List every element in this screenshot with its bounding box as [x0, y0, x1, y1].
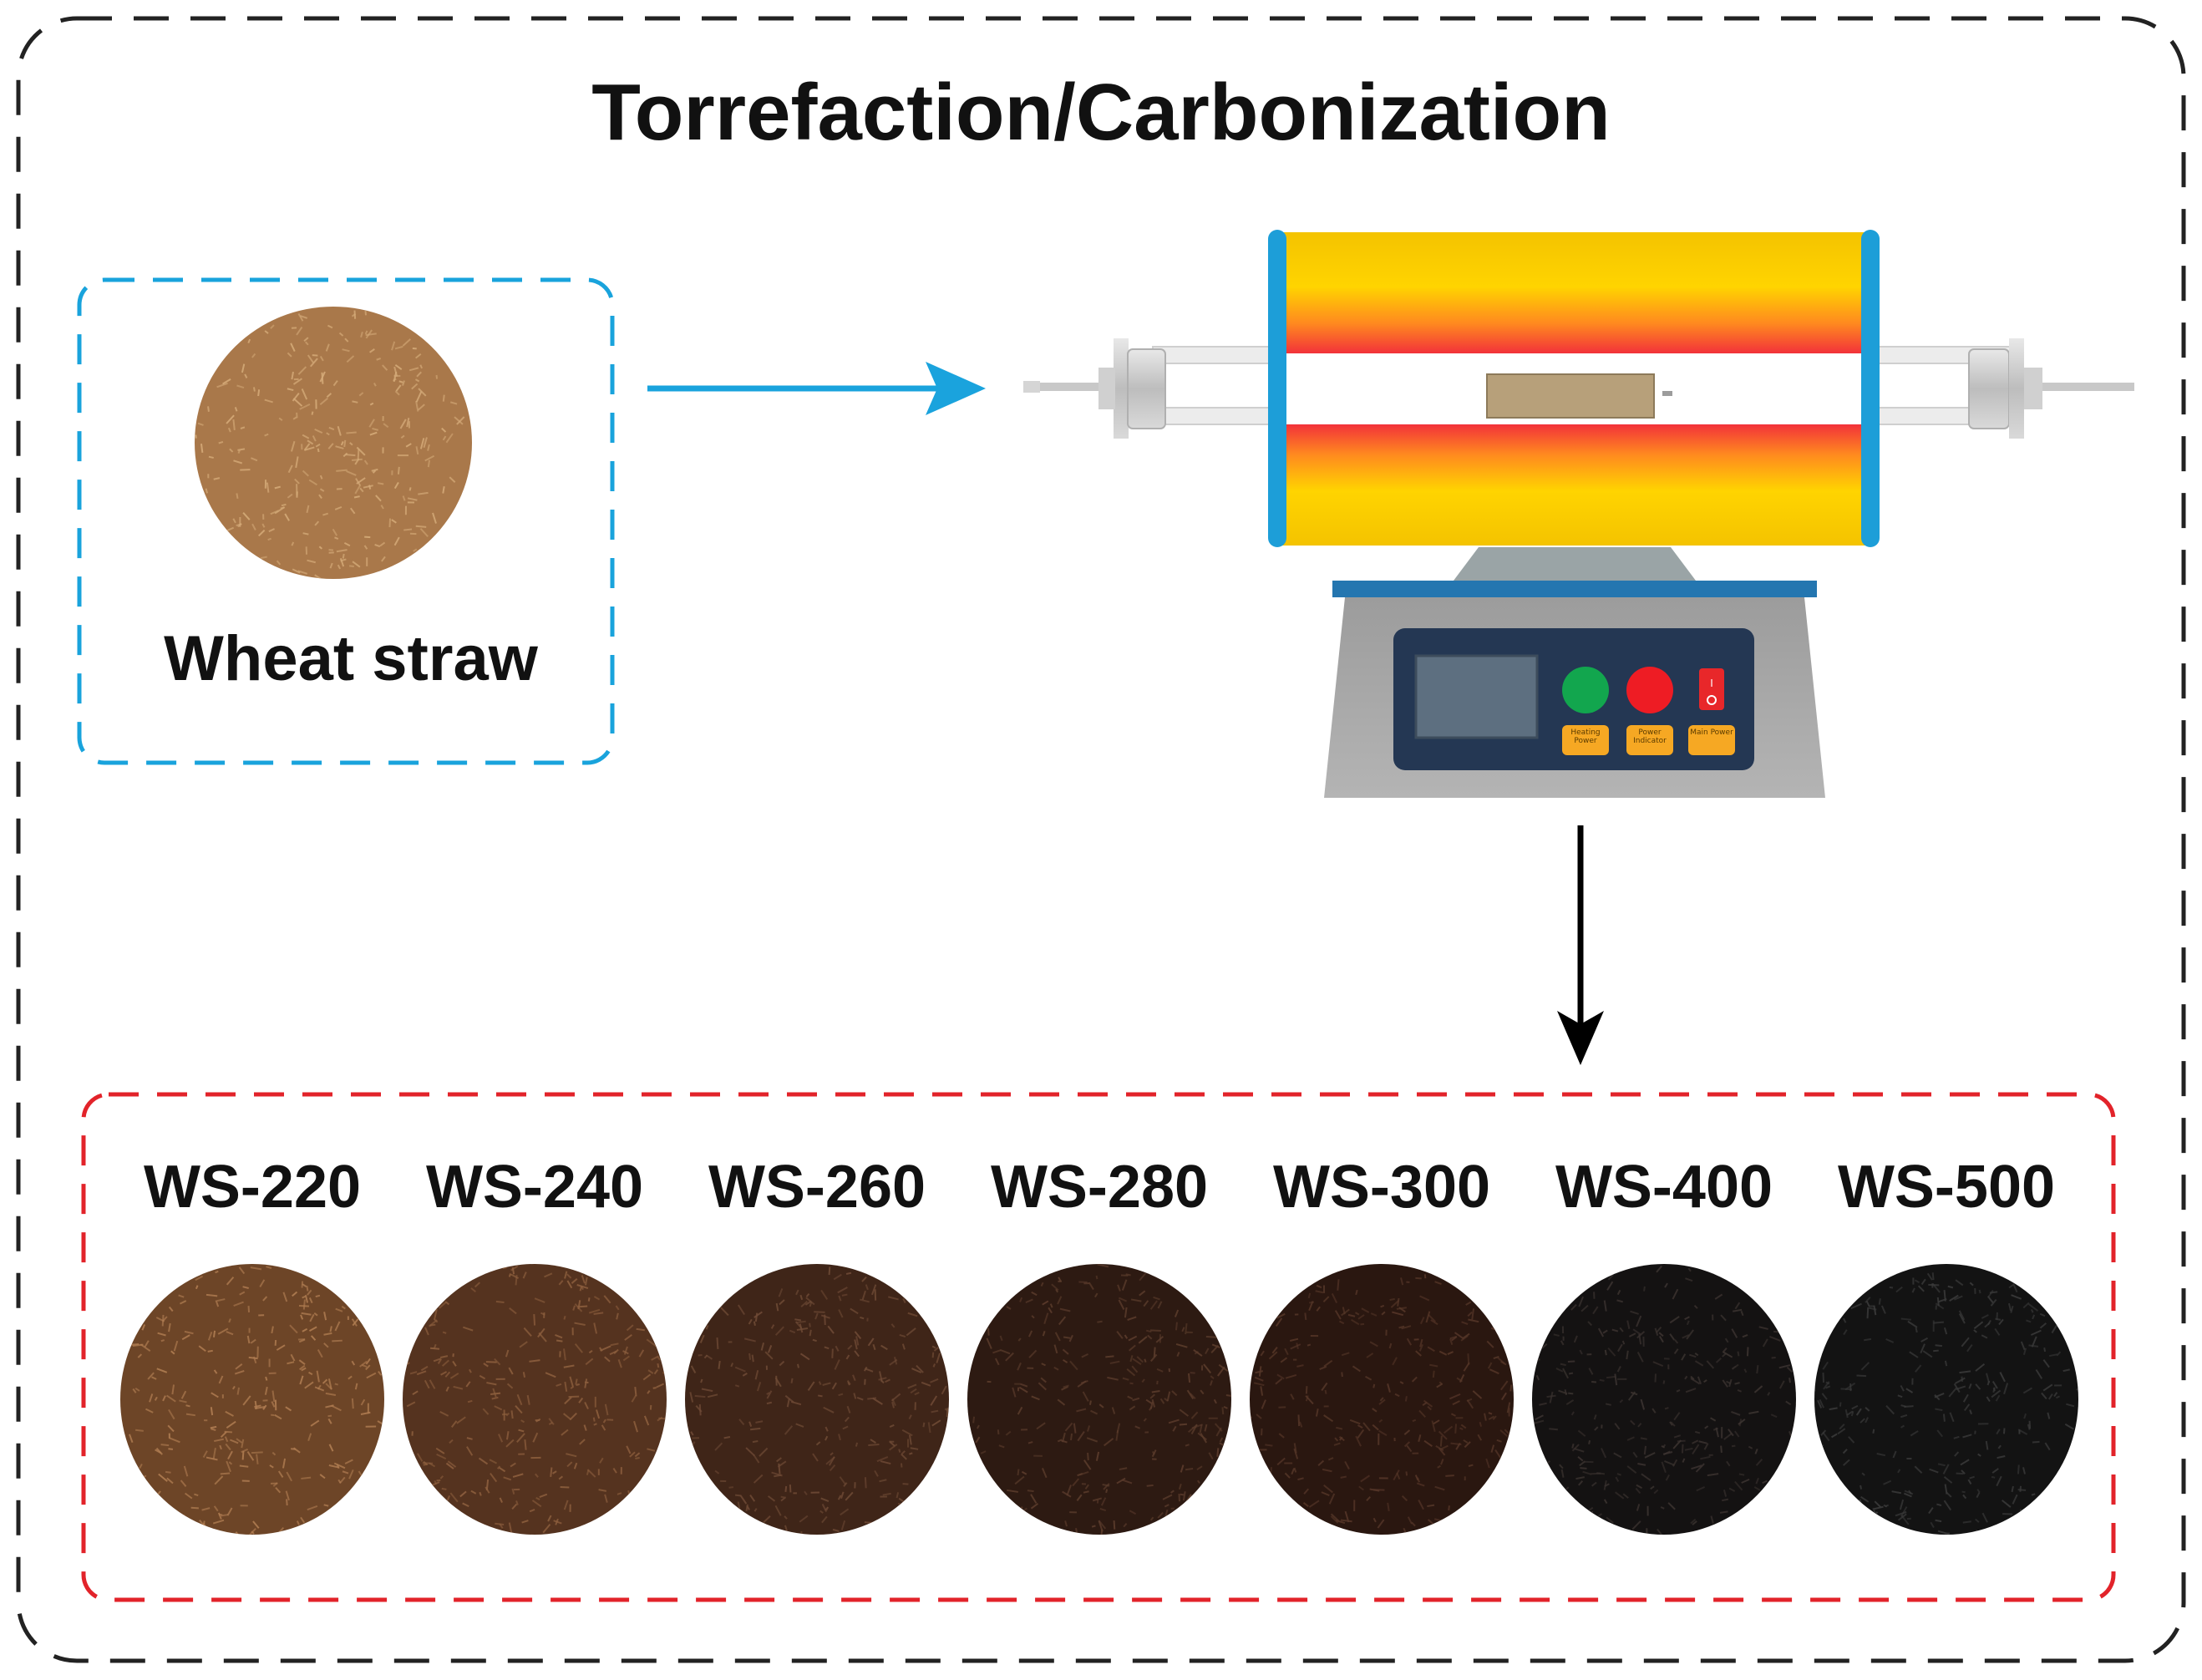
sample-disc-ws-300 — [1250, 1264, 1514, 1535]
carbonized-samples — [120, 1264, 2078, 1535]
samples-box — [81, 1092, 2116, 1602]
sample-label-ws-240: WS-240 — [425, 1154, 644, 1221]
outer-frame — [16, 16, 2186, 1663]
power-indicator-label: Power Indicator — [1633, 728, 1667, 745]
sample-disc-ws-280 — [967, 1264, 1231, 1535]
wheat-straw-disc — [195, 307, 472, 579]
sample-label-ws-400: WS-400 — [1555, 1154, 1773, 1221]
main-power-label: Main Power — [1690, 728, 1733, 737]
main-power-switch[interactable] — [1699, 668, 1724, 710]
heating-power-label: Heating Power — [1570, 728, 1601, 745]
sample-label-ws-220: WS-220 — [143, 1154, 362, 1221]
sample-disc-ws-500 — [1814, 1264, 2078, 1535]
sample-label-ws-500: WS-500 — [1837, 1154, 2056, 1221]
heating-power-tag — [1562, 725, 1609, 755]
diagram-title: Torrefaction/Carbonization — [591, 68, 1611, 157]
sample-label-ws-280: WS-280 — [990, 1154, 1209, 1221]
power-indicator-button[interactable] — [1626, 667, 1673, 713]
sample-disc-ws-220 — [120, 1264, 384, 1535]
raw-material-box — [77, 277, 615, 765]
main-power-tag — [1688, 725, 1735, 755]
switch-off-mark — [1707, 695, 1717, 705]
power-indicator-tag — [1626, 725, 1673, 755]
blue-arrow — [647, 362, 986, 415]
black-arrow — [1557, 825, 1604, 1065]
sample-disc-ws-260 — [685, 1264, 949, 1535]
wheat-straw-sample — [195, 307, 472, 579]
sample-disc-ws-240 — [403, 1264, 667, 1535]
wheat-straw-label: Wheat straw — [164, 623, 538, 694]
sample-label-ws-260: WS-260 — [708, 1154, 926, 1221]
heating-power-button[interactable] — [1562, 667, 1609, 713]
sample-disc-ws-400 — [1532, 1264, 1796, 1535]
sample-label-ws-300: WS-300 — [1272, 1154, 1491, 1221]
switch-on-mark: I — [1710, 678, 1713, 689]
tube-furnace: I — [1023, 230, 2134, 798]
